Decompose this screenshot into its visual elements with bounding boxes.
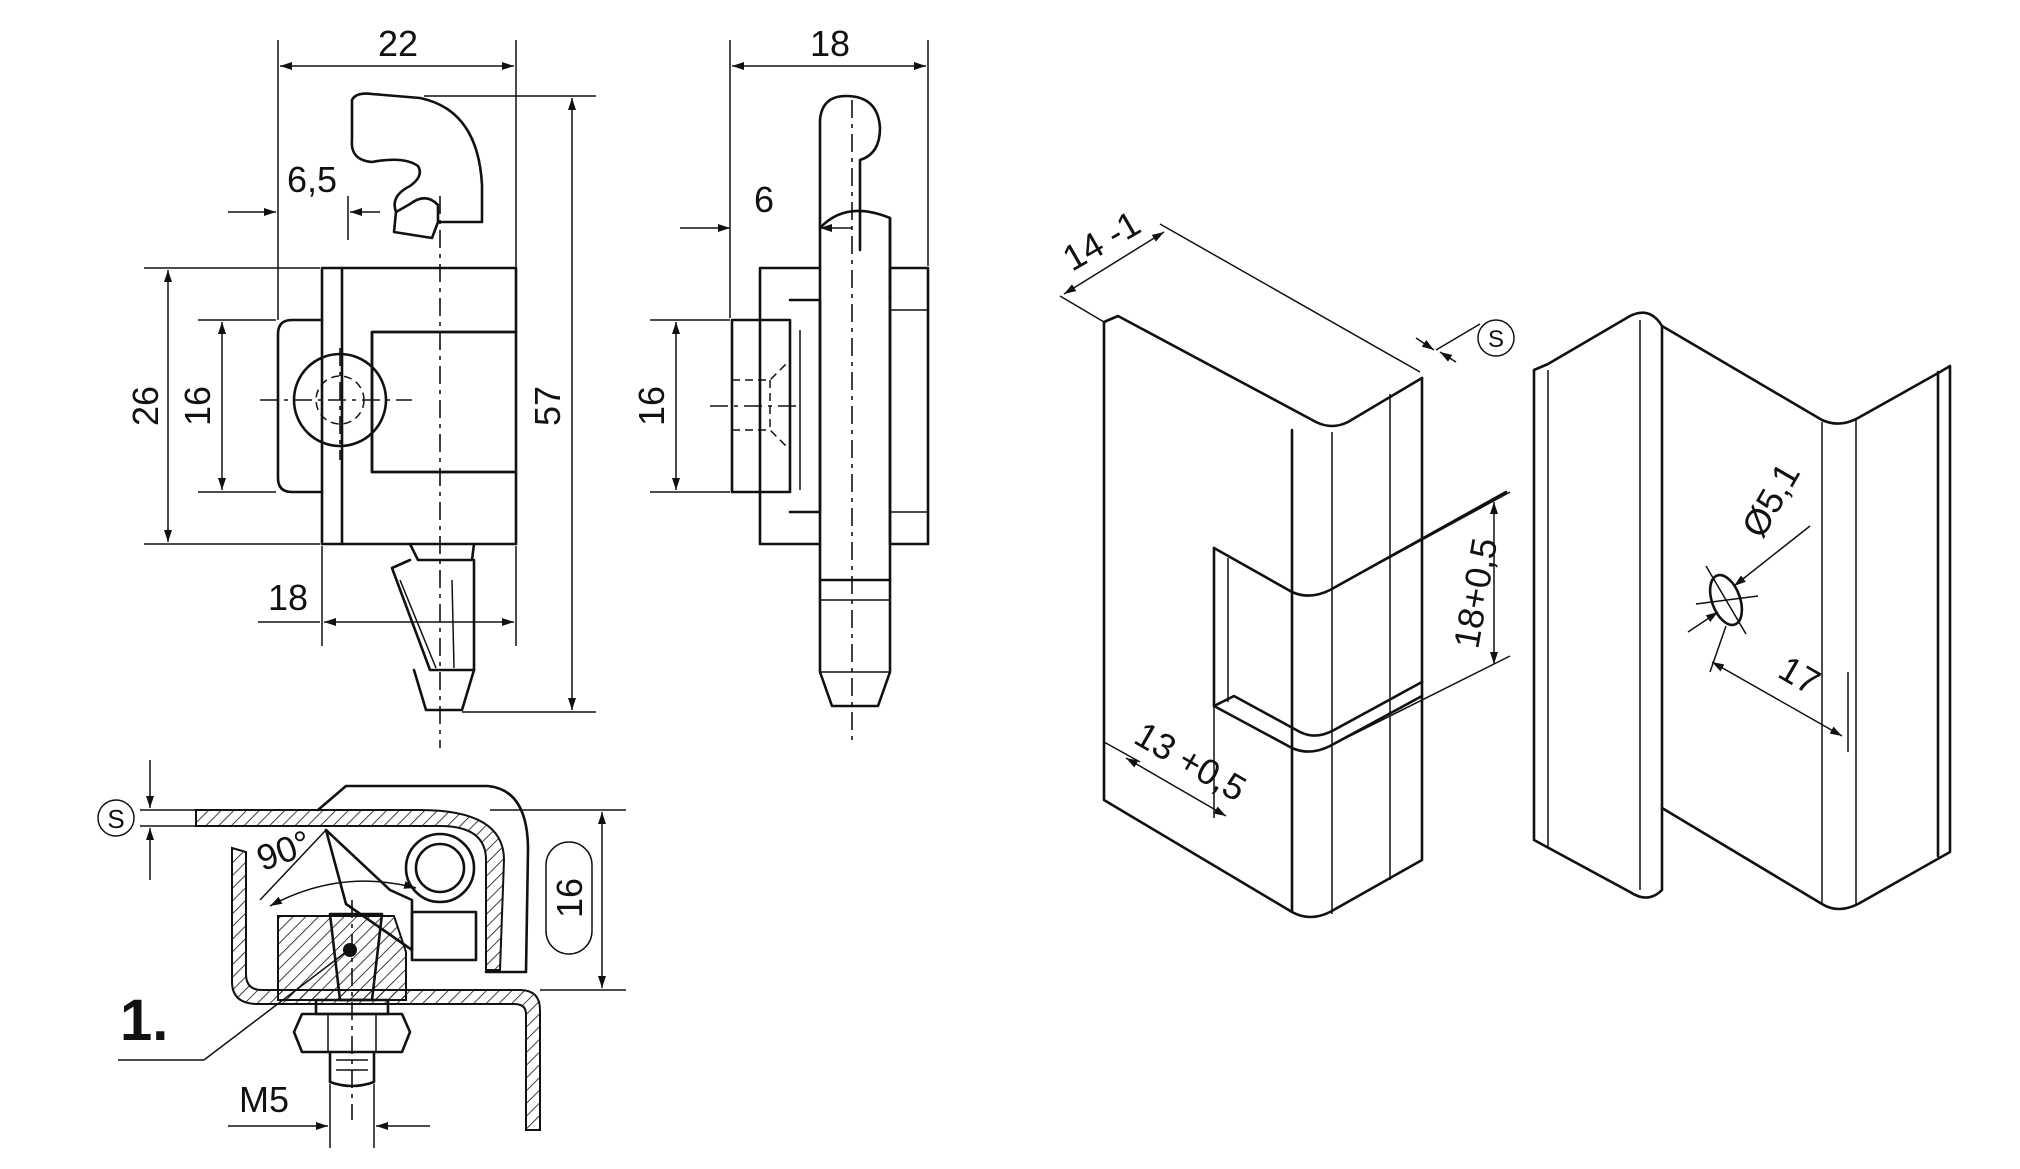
dim-line-cutout-s	[1415, 337, 1435, 351]
thickness-symbol-circle	[97, 799, 135, 837]
cutout-notch-lip	[1212, 680, 1424, 737]
side-front-plate	[758, 266, 822, 546]
dim-line-cutout-s	[1439, 351, 1457, 363]
hole-dia-label: Ø5,1	[1733, 456, 1808, 544]
side-lever	[788, 298, 822, 514]
angle-arc	[269, 880, 417, 907]
dim-line-hole-offset	[1711, 661, 1843, 737]
cutout-depth-label: 14 -1	[1056, 202, 1148, 279]
callout-leader	[203, 951, 347, 1061]
sheet-frame-bent	[231, 846, 541, 1131]
front-view: 22 6,5 26 16 57 18	[125, 23, 596, 748]
hole-centerline	[1695, 595, 1759, 605]
pin-collar	[408, 542, 476, 562]
dim-label-front-offset: 6,5	[287, 159, 337, 200]
cutout-notch-top	[1212, 490, 1508, 597]
cutout-notch-bottom	[1212, 546, 1424, 753]
side-hook-cap	[818, 209, 892, 302]
section-pin-outer	[404, 832, 476, 904]
hole-ellipse	[1708, 573, 1744, 627]
screw-marker-dot	[343, 943, 357, 957]
hook-top-shape	[350, 92, 484, 224]
section-latch-block	[410, 910, 478, 962]
cutout-thickness-symbol: S	[1488, 326, 1504, 353]
ext-line	[1333, 655, 1511, 745]
dim-label-side-height: 16	[631, 386, 672, 426]
section-thread-label: M5	[239, 1079, 289, 1120]
dim-label-front-inner-height: 16	[177, 386, 218, 426]
section-view: 90° S 16 1. M5	[97, 760, 626, 1148]
angle-leg	[259, 829, 327, 901]
dim-line-hole-dia	[1733, 525, 1811, 587]
section-thickness-symbol: S	[107, 804, 124, 834]
side-view: 18 6 16	[631, 23, 930, 740]
hole-profile-left	[1532, 311, 1664, 899]
dim-label-front-width: 22	[378, 23, 418, 64]
cutout-left-edge	[1102, 320, 1294, 914]
dim-label-front-total-height: 57	[527, 386, 568, 426]
hinge-cover	[316, 784, 530, 974]
dim-label-front-bottom: 18	[268, 577, 308, 618]
window-opening	[370, 330, 518, 474]
hole-view: Ø5,1 17	[1532, 311, 1952, 911]
dim-label-side-width: 18	[810, 23, 850, 64]
ext-line	[1435, 323, 1481, 351]
section-angle-label: 90°	[251, 822, 316, 879]
pin-facets	[399, 579, 455, 669]
side-hook	[818, 94, 882, 252]
cutout-top-edge	[1102, 314, 1424, 428]
tab-left	[276, 318, 324, 494]
cutout-view: 14 -1 S 18+0,5 13 +0,5	[1056, 202, 1515, 919]
cutout-right-face	[1290, 376, 1424, 919]
cutout-slot-height-label: 18+0,5	[1446, 535, 1506, 652]
nut-hexagon	[292, 1012, 412, 1054]
side-pin-tip	[818, 578, 892, 708]
dim-label-side-offset: 6	[754, 179, 774, 220]
section-pin-inner	[414, 842, 466, 894]
ext-line	[1059, 295, 1105, 323]
cutout-thickness-circle	[1477, 319, 1515, 357]
hole-profile-face	[1660, 324, 1952, 911]
dim-line-hole-dia	[1687, 611, 1719, 633]
dim-line-cutout-slot-depth	[1125, 757, 1227, 817]
slot-symbol-outline	[545, 841, 593, 955]
hook-neck	[392, 210, 440, 240]
ext-line	[1329, 491, 1511, 591]
dim-line-cutout-depth	[1063, 231, 1165, 295]
side-back-plate	[888, 266, 930, 546]
pin-tip	[412, 668, 476, 712]
side-pin-shaft	[818, 216, 892, 582]
ext-line	[1159, 223, 1421, 373]
section-slot-dim-label: 16	[549, 878, 590, 918]
base-plate	[320, 266, 518, 546]
mount-block	[277, 915, 407, 1001]
callout-label: 1.	[120, 988, 168, 1053]
side-hidden-lines	[732, 359, 791, 451]
hole-offset-label: 17	[1772, 647, 1827, 703]
dim-label-front-body-height: 26	[125, 386, 166, 426]
sheet-panel-top	[195, 809, 506, 971]
pin-lower	[390, 558, 476, 672]
